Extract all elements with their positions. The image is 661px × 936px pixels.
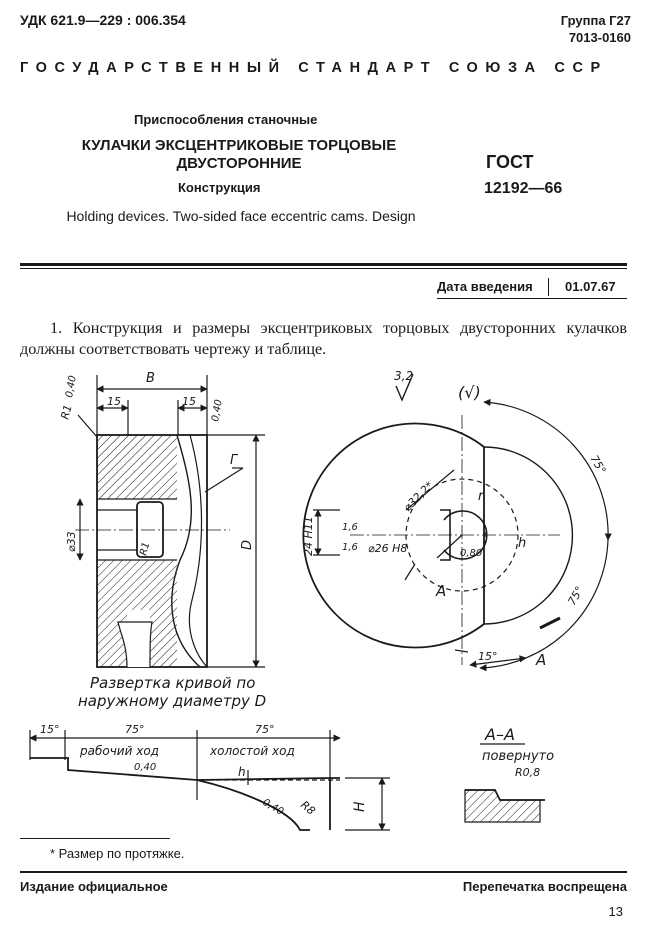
angle-right: 75° [565, 584, 586, 607]
bore-diameter: ⌀33 [65, 531, 78, 552]
footer-rule [20, 871, 627, 873]
group-label: Группа Г27 [560, 13, 631, 28]
gost-label: ГОСТ [486, 152, 534, 172]
section-a-left: A [435, 582, 446, 600]
r-label: r [478, 489, 485, 504]
section-profile [464, 789, 545, 823]
section-label: А–А [484, 725, 515, 744]
section-a-right: A [535, 651, 546, 669]
rough-left: 0,40 [64, 375, 79, 399]
group-code: Группа Г27 7013-0160 [561, 12, 631, 46]
development-diagram [29, 730, 390, 831]
dev-radius: R8 [298, 798, 318, 817]
date-underline [437, 298, 627, 299]
document-title: КУЛАЧКИ ЭКСЦЕНТРИКОВЫЕ ТОРЦОВЫЕ ДВУСТОРО… [81, 137, 397, 172]
technical-drawing: B 15 15 0,40 0,40 R1 R1 ⌀33 D Г 3,2 (√) … [29, 369, 612, 831]
side-view [75, 375, 265, 668]
dev-angle-75-b: 75° [255, 723, 275, 736]
body-paragraph: 1. Конструкция и размеры эксцентриковых … [20, 319, 627, 358]
rough-1-6-b: 1,6 [342, 542, 358, 553]
rough-right: 0,40 [210, 399, 225, 423]
date-label: Дата введения [437, 279, 533, 294]
edition-note: Издание официальное [20, 879, 168, 894]
h-label-front: h [518, 536, 526, 551]
dev-angle-15: 15° [40, 723, 60, 736]
title-rule-thin [20, 268, 627, 269]
dim-15-right: 15 [182, 395, 196, 408]
udk-code: УДК 621.9—229 : 006.354 [20, 12, 186, 28]
footnote: * Размер по протяжке. [50, 846, 185, 861]
development-caption-2: наружному диаметру D [78, 692, 266, 710]
document-subtitle: Конструкция [178, 180, 261, 195]
work-stroke-label: рабочий ход [79, 744, 159, 758]
state-standard-heading: ГОСУДАРСТВЕННЫЙ СТАНДАРТ СОЮЗА ССР [20, 60, 608, 76]
dev-rough-b: 0,40 [261, 797, 286, 818]
date-separator [548, 278, 549, 296]
surface-roughness-main: 3,2 [394, 369, 413, 383]
surface-roughness-other: (√) [458, 383, 481, 402]
footnote-rule [20, 838, 170, 839]
dim-24-h11: 24 H11 [302, 516, 315, 556]
section-radius: R0,8 [515, 766, 540, 779]
roughness-check-icon [395, 373, 414, 402]
dia-32-2: ⌀32,2* [401, 479, 436, 514]
document-code: 7013-0160 [568, 30, 631, 45]
gamma-label: Г [230, 453, 239, 468]
angle-top: 75° [587, 453, 608, 476]
reprint-note: Перепечатка воспрещена [462, 879, 627, 894]
rough-1-6-a: 1,6 [342, 522, 358, 533]
dev-rough-a: 0,40 [134, 762, 156, 773]
radius-top: R1 [58, 403, 74, 421]
title-rule-thick [20, 263, 627, 266]
dev-h-label: h [238, 765, 246, 779]
section-rotated: повернуто [482, 749, 554, 764]
english-title: Holding devices. Two-sided face eccentri… [66, 208, 416, 224]
dim-15-left: 15 [107, 395, 121, 408]
front-view [302, 398, 612, 672]
gost-number: 12192—66 [484, 180, 563, 197]
dev-height-label: H [352, 801, 368, 812]
rough-0-80: 0,80 [460, 548, 482, 559]
development-caption-1: Развертка кривой по [90, 674, 255, 692]
radius-inner: R1 [138, 541, 152, 557]
angle-bottom: 15° [478, 650, 498, 663]
idle-stroke-label: холостой ход [209, 744, 295, 758]
page-number: 13 [608, 904, 623, 919]
category-line: Приспособления станочные [134, 112, 318, 127]
dia-26-h8: ⌀26 H8 [368, 542, 407, 555]
date-value: 01.07.67 [565, 279, 616, 294]
dim-b: B [146, 371, 155, 386]
dev-angle-75-a: 75° [125, 723, 145, 736]
diameter-d: D [240, 540, 255, 550]
